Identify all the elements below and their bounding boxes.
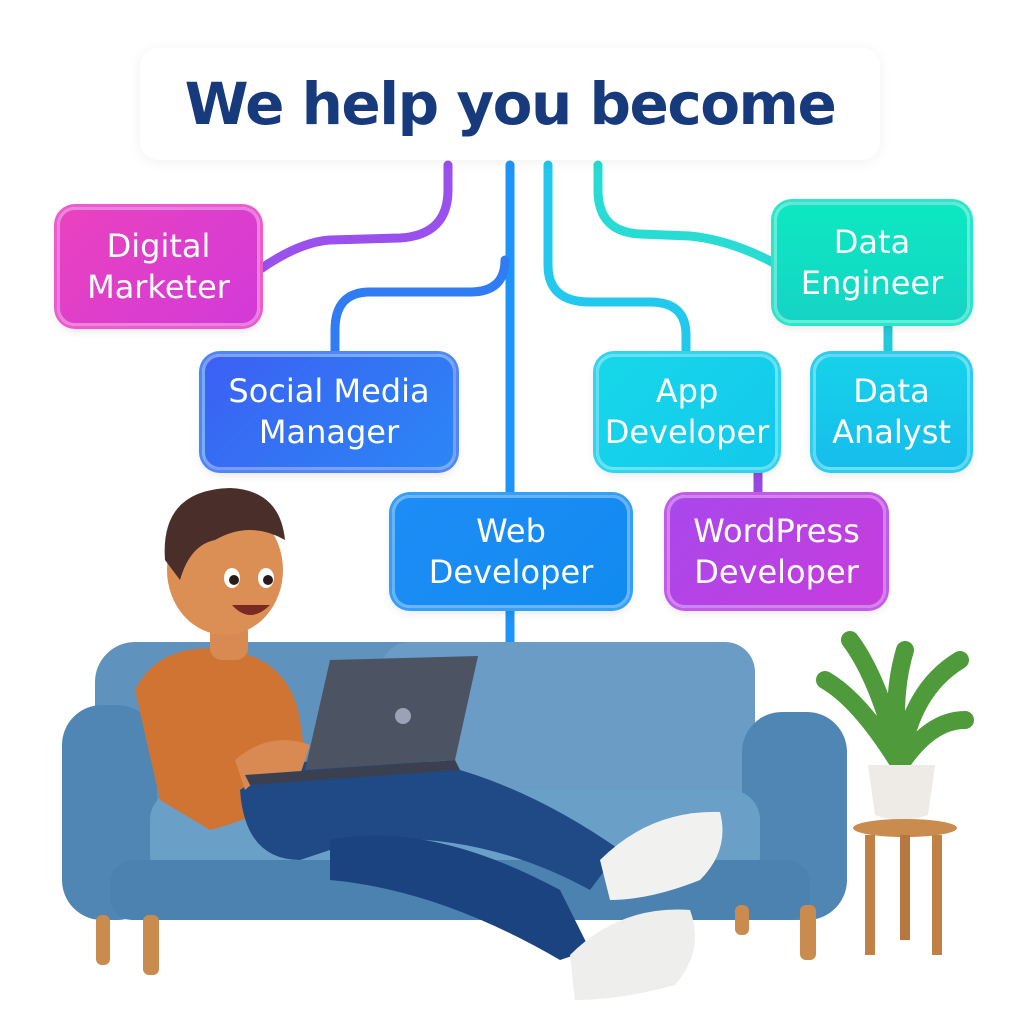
- connector-social-media: [330, 255, 510, 360]
- plant-illustration: [816, 631, 974, 955]
- role-web-developer[interactable]: Web Developer: [392, 495, 630, 608]
- title-banner: We help you become: [140, 48, 880, 160]
- connector-data-engineer: [593, 160, 777, 267]
- role-label: Data Analyst: [832, 372, 951, 451]
- connector-app-developer: [543, 160, 691, 360]
- role-data-analyst[interactable]: Data Analyst: [813, 354, 970, 470]
- role-data-engineer[interactable]: Data Engineer: [774, 202, 970, 323]
- role-social-media-manager[interactable]: Social Media Manager: [202, 354, 456, 470]
- role-digital-marketer[interactable]: Digital Marketer: [57, 207, 260, 326]
- page-title: We help you become: [184, 70, 837, 138]
- role-wordpress-developer[interactable]: WordPress Developer: [667, 495, 886, 608]
- role-label: WordPress Developer: [693, 511, 860, 591]
- role-label: Data Engineer: [800, 222, 944, 302]
- role-label: Digital Marketer: [87, 226, 230, 306]
- role-label: Social Media Manager: [228, 372, 430, 451]
- role-label: Web Developer: [428, 511, 594, 591]
- connector-digital-marketer: [257, 160, 453, 273]
- role-app-developer[interactable]: App Developer: [596, 354, 778, 470]
- laptop-illustration: [245, 656, 478, 785]
- role-label: App Developer: [604, 372, 770, 451]
- person-illustration: [135, 488, 723, 1000]
